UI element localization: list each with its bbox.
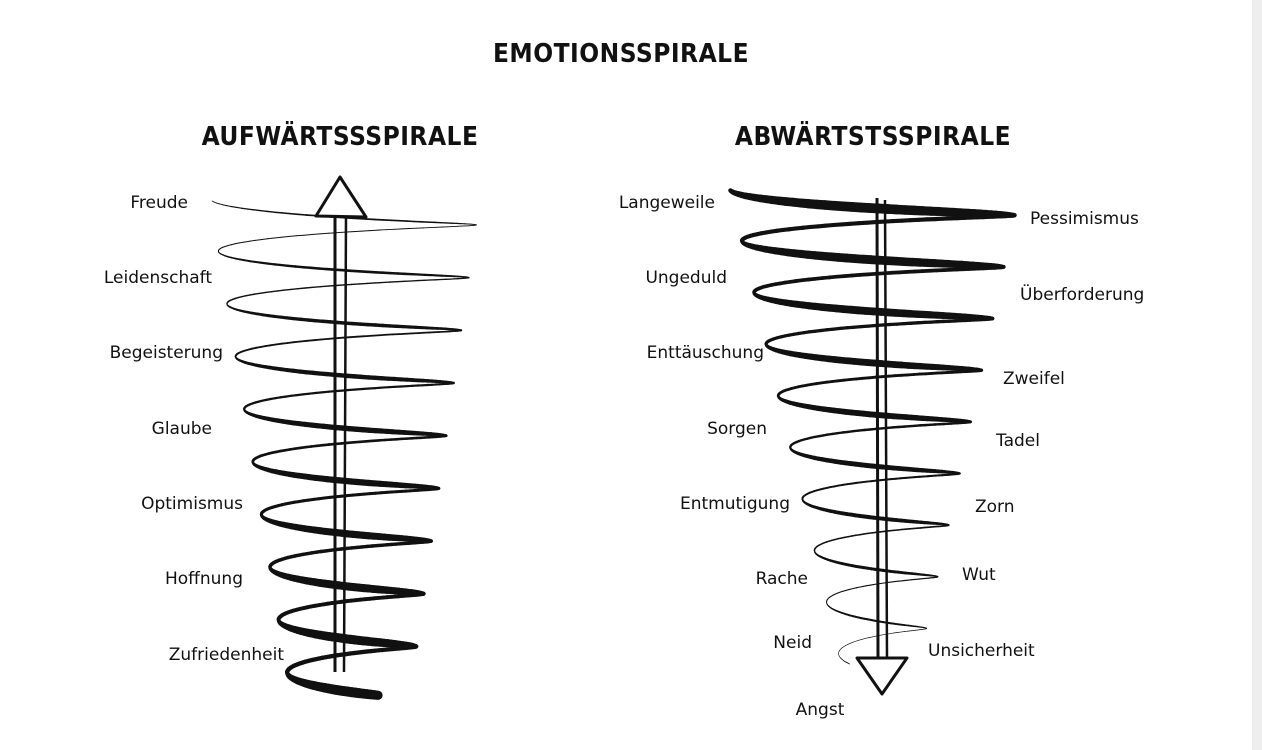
downward-left-label: Entmutigung [680, 494, 790, 514]
upward-label: Begeisterung [110, 343, 223, 363]
downward-bottom-label: Angst [796, 700, 845, 720]
downward-spiral-title: ABWÄRTSTSSPIRALE [735, 120, 1011, 152]
downward-spiral-coil [728, 188, 1017, 665]
downward-left-label: Langeweile [619, 193, 715, 213]
downward-right-label: Tadel [995, 431, 1040, 451]
upward-label: Optimismus [141, 494, 243, 514]
upward-label: Hoffnung [165, 569, 243, 589]
upward-label: Leidenschaft [104, 268, 212, 288]
downward-left-label: Enttäuschung [647, 343, 764, 363]
downward-right-label: Wut [962, 565, 996, 585]
downward-arrow-icon [855, 197, 909, 696]
downward-right-label: Überforderung [1020, 283, 1144, 305]
upward-arrow-icon [314, 175, 368, 673]
upward-label: Freude [130, 193, 188, 213]
upward-spiral-group: AUFWÄRTSSSPIRALE Freude Leidenschaft Beg… [104, 120, 479, 700]
window-edge-strip [1252, 0, 1262, 750]
upward-label: Glaube [152, 419, 212, 439]
main-title: EMOTIONSSPIRALE [493, 39, 749, 69]
downward-right-label: Zweifel [1003, 369, 1065, 389]
upward-spiral-title: AUFWÄRTSSSPIRALE [202, 120, 479, 152]
downward-right-label: Unsicherheit [928, 641, 1035, 661]
downward-left-label: Rache [756, 569, 808, 589]
upward-spiral-coil [211, 200, 477, 700]
downward-left-label: Ungeduld [645, 268, 727, 288]
downward-right-label: Zorn [975, 497, 1015, 517]
downward-spiral-group: ABWÄRTSTSSPIRALE Langeweile Ungeduld Ent… [619, 120, 1145, 720]
upward-label: Zufriedenheit [169, 645, 285, 665]
downward-right-label: Pessimismus [1030, 209, 1139, 229]
downward-left-label: Sorgen [707, 419, 767, 439]
downward-left-label: Neid [773, 633, 812, 653]
